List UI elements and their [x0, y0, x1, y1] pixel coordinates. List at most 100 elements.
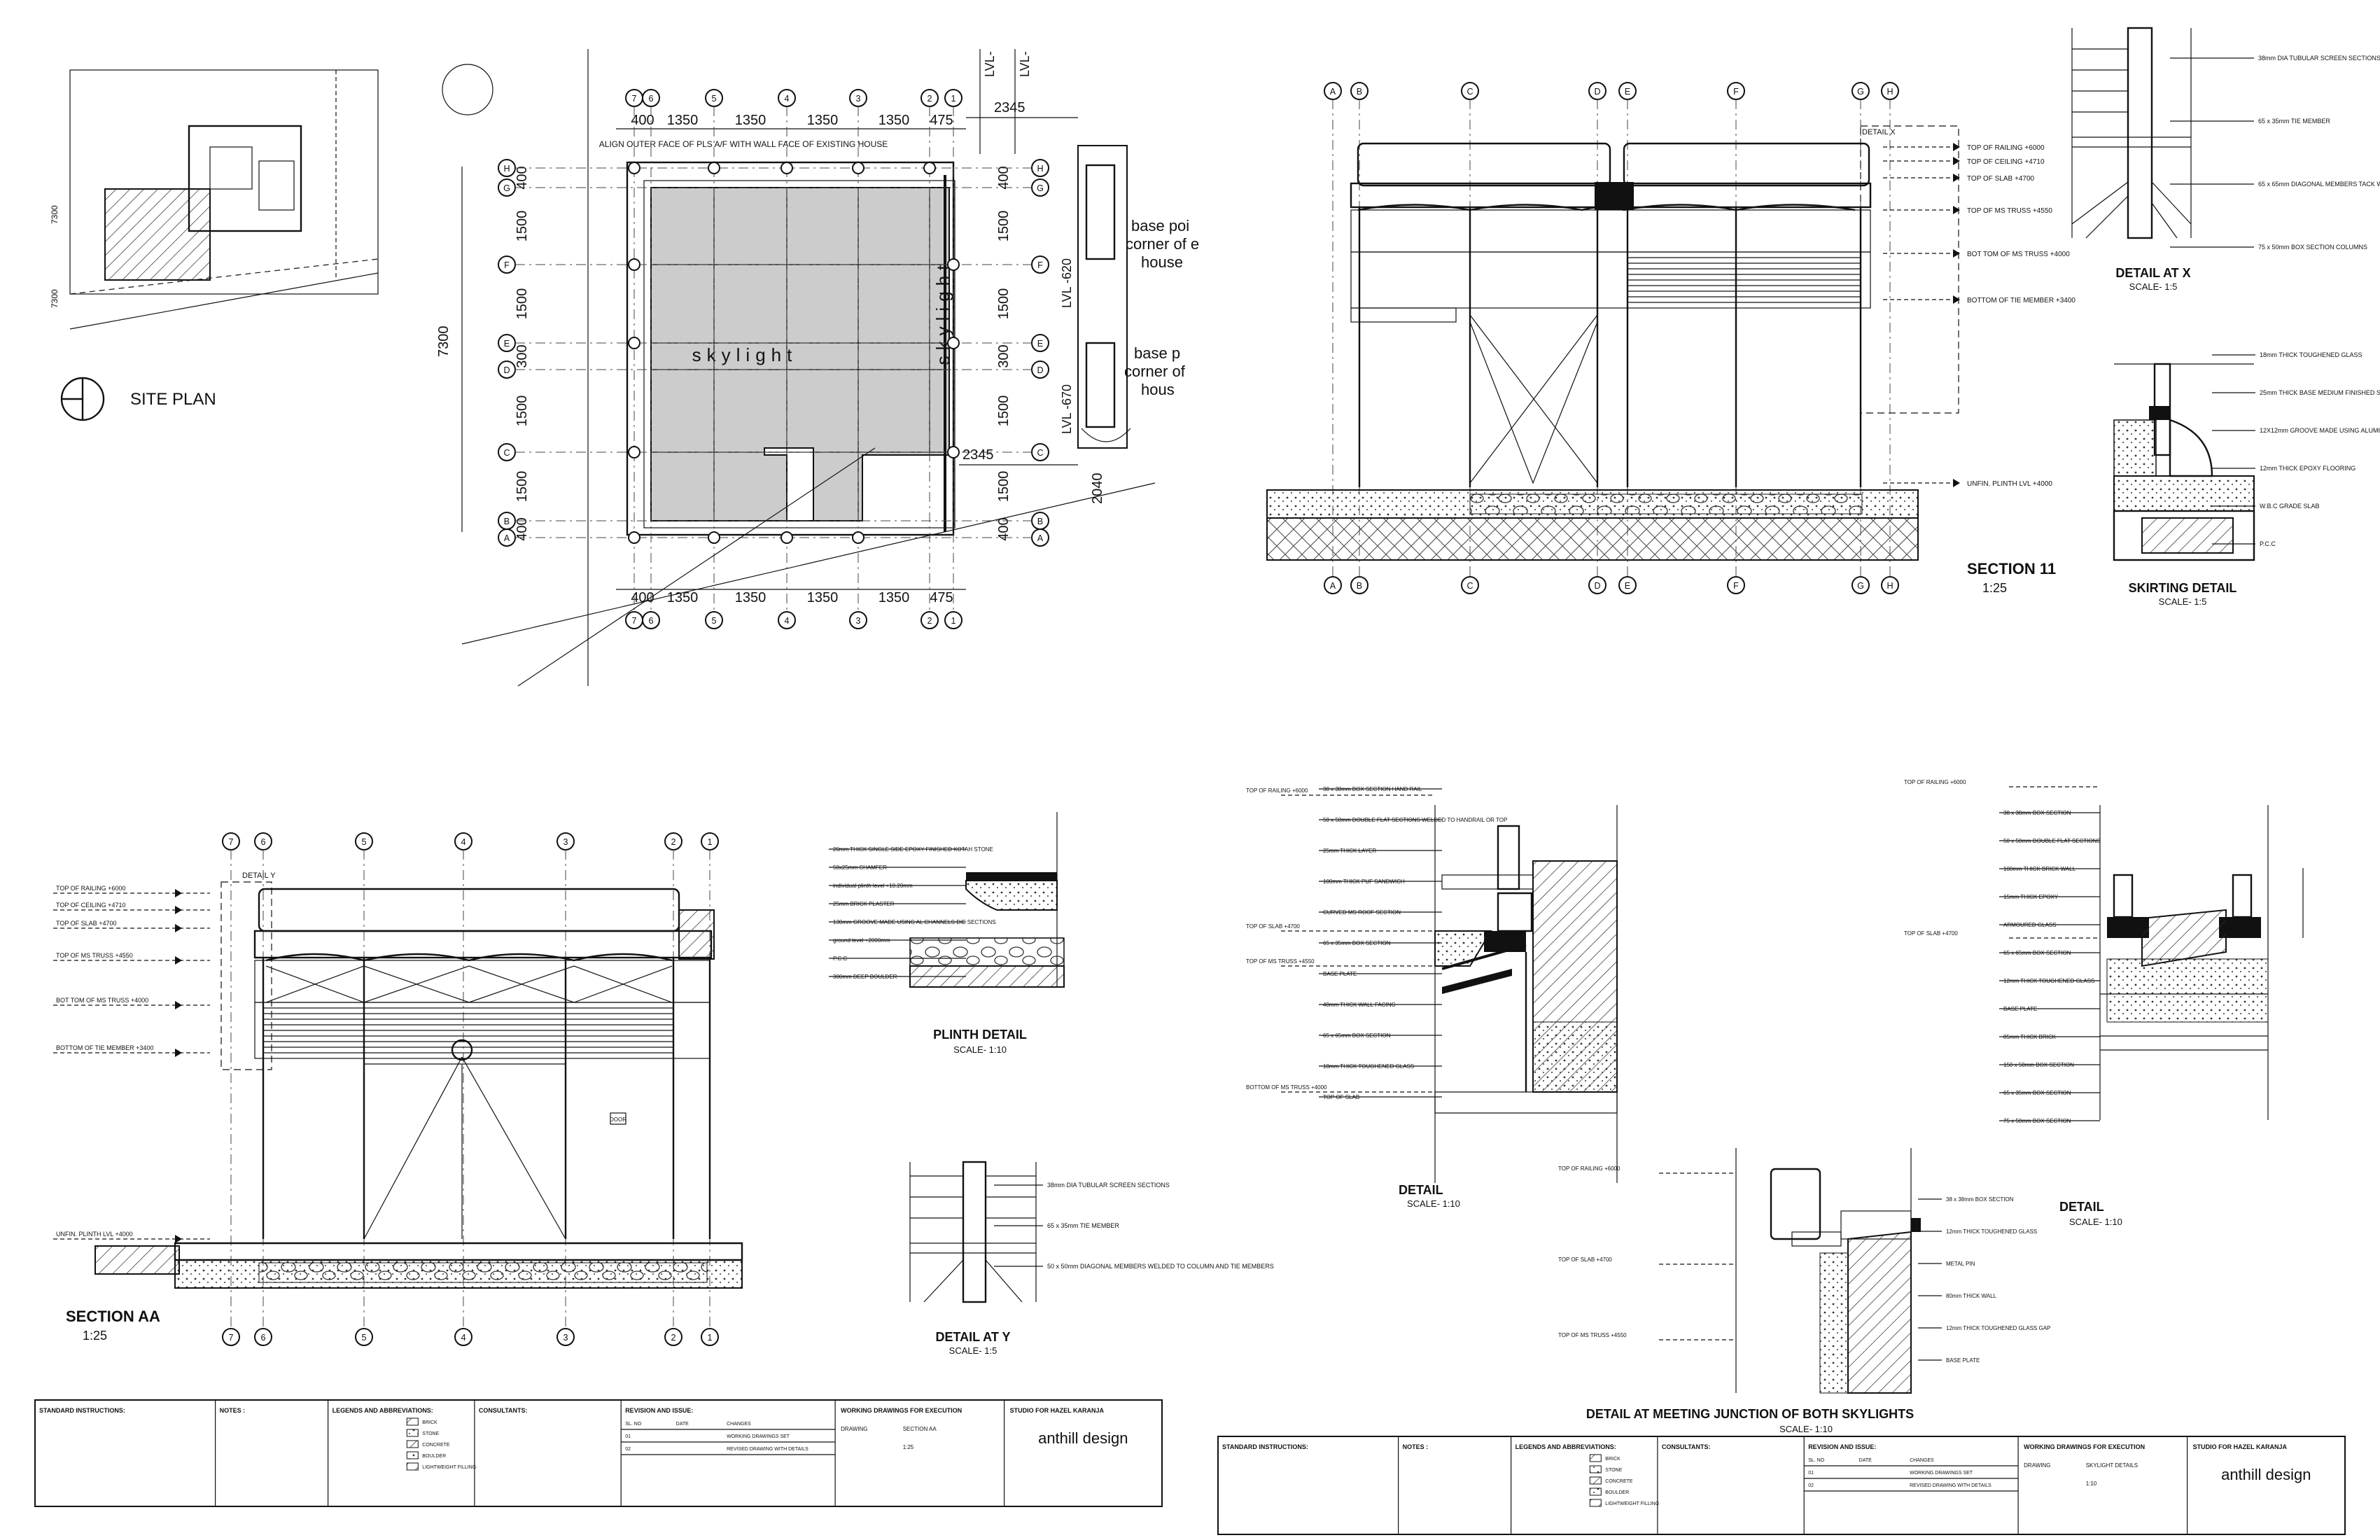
junction-scale: SCALE- 1:10 — [1779, 1424, 1833, 1434]
tb-drawing-label: DRAWING — [2024, 1462, 2050, 1469]
svg-text:LVL -620: LVL -620 — [1060, 258, 1074, 308]
plan-col-2-bottom-label: 2 — [927, 616, 932, 626]
dl-levels-label: TOP OF RAILING +6000 — [1246, 788, 1308, 794]
plinth-detail: 20mm THICK SINGLE SIDE EPOXY FINISHED KO… — [829, 812, 1065, 1055]
plan-col-6-top: 6 — [642, 89, 660, 107]
aa-col-3-bottom: 3 — [556, 1328, 575, 1346]
tb-rev-cell: DATE — [1859, 1458, 1872, 1463]
plan-col-6-bottom-label: 6 — [648, 616, 653, 626]
skylight-plan: LVL- LVL- ALIGN OUTER FACE OF PLS A/F WI… — [436, 49, 1199, 687]
detail-right-scale: SCALE- 1:10 — [2069, 1217, 2122, 1227]
aa-level-label: TOP OF CEILING +4710 — [56, 902, 125, 909]
jn-notes-text: 80mm THICK WALL — [1946, 1293, 1997, 1299]
aa-col-3-bottom-label: 3 — [563, 1333, 568, 1343]
tree-circle — [442, 64, 493, 115]
aa-level-label: UNFIN. PLINTH LVL +4000 — [56, 1231, 133, 1238]
s11-level-label: TOP OF RAILING +6000 — [1967, 144, 2045, 152]
tb-firm: anthill design — [2221, 1466, 2311, 1483]
tb-rev-cell: CHANGES — [1910, 1458, 1934, 1463]
tb-legend-item: BOULDER — [422, 1454, 446, 1459]
aa-col-1-top-label: 1 — [707, 837, 712, 847]
tb-studio: STUDIO FOR HAZEL KARANJA — [1010, 1407, 1105, 1414]
aa-col-6-bottom-label: 6 — [260, 1333, 265, 1343]
dr-notes-text: 65 x 65mm BOX SECTION — [2003, 950, 2071, 956]
tb-rev-cell: 01 — [625, 1434, 631, 1439]
plan-row-D-right-label: D — [1037, 365, 1043, 375]
plan-row-E-right-label: E — [1037, 339, 1043, 349]
svg-text:DETAIL X: DETAIL X — [1862, 128, 1896, 136]
dx-notes-text: 75 x 50mm BOX SECTION COLUMNS — [2258, 244, 2367, 251]
aa-col-3-top-label: 3 — [563, 837, 568, 847]
plan-skylight-label-h: skylight — [692, 344, 798, 365]
plan-col-1-bottom: 1 — [944, 611, 962, 629]
dl-levels-label: TOP OF SLAB +4700 — [1246, 923, 1300, 930]
s11-grid-F-top: F — [1727, 82, 1745, 100]
tb-rev-cell: 02 — [625, 1447, 631, 1452]
aa-level-label: TOP OF SLAB +4700 — [56, 920, 116, 927]
plan-row-dim-right: 400 — [996, 166, 1011, 189]
site-plan-title: SITE PLAN — [130, 390, 216, 409]
dr-levels-label: TOP OF SLAB +4700 — [1904, 930, 1958, 937]
plan-row-dim-left: 1500 — [514, 396, 530, 427]
aa-col-2-bottom: 2 — [664, 1328, 682, 1346]
plan-col-5-top-label: 5 — [711, 94, 716, 104]
plan-row-A-right: A — [1031, 528, 1049, 547]
dx-notes-text: 38mm DIA TUBULAR SCREEN SECTIONS — [2258, 55, 2380, 62]
aa-level-label: TOP OF RAILING +6000 — [56, 885, 125, 892]
tb-scale-value: 1:10 — [2086, 1480, 2097, 1487]
jn-notes-text: 12mm THICK TOUGHENED GLASS GAP — [1946, 1325, 2050, 1331]
detail-right-title: DETAIL — [2059, 1200, 2104, 1214]
s11-grid-A-bottom: A — [1324, 576, 1342, 594]
plan-col-dim-bottom: 1350 — [878, 590, 910, 606]
tb-legend-item: CONCRETE — [1605, 1479, 1633, 1484]
dr-notes-text: 12mm THICK TOUGHENED GLASS — [2003, 978, 2094, 984]
tb-section-title: NOTES : — [220, 1407, 246, 1414]
pl-notes-text: 25mm BRICK PLASTER — [833, 901, 895, 907]
sk-notes-text: 12mm THICK EPOXY FLOORING — [2260, 465, 2356, 472]
tb-working: WORKING DRAWINGS FOR EXECUTION — [841, 1407, 962, 1414]
plan-col-5-bottom-label: 5 — [711, 616, 716, 626]
dl-notes-text: 50 x 50mm DOUBLE FLAT SECTIONS WELDED TO… — [1323, 817, 1507, 823]
plan-col-4-bottom: 4 — [778, 611, 796, 629]
dr-notes-text: 15mm THICK EPOXY — [2003, 894, 2059, 900]
aa-col-6-top-label: 6 — [260, 837, 265, 847]
plan-row-D-left: D — [498, 360, 516, 379]
tb-rev-cell: REVISED DRAWING WITH DETAILS — [727, 1447, 808, 1452]
svg-text:2345: 2345 — [994, 100, 1026, 115]
aa-col-4-top-label: 4 — [461, 837, 465, 847]
plan-col-dim-bottom: 1350 — [667, 590, 699, 606]
s11-grid-G-top-label: G — [1857, 87, 1864, 97]
site-boundary — [69, 69, 379, 295]
aa-level-label: BOT TOM OF MS TRUSS +4000 — [56, 997, 148, 1004]
s11-level-label: BOTTOM OF TIE MEMBER +3400 — [1967, 297, 2076, 304]
svg-text:base p: base p — [1134, 344, 1180, 362]
aa-col-4-top: 4 — [454, 832, 472, 850]
plan-row-H-left: H — [498, 159, 516, 177]
plan-row-G-left: G — [498, 178, 516, 197]
dl-notes-text: 100mm THICK PUF SANDWICH — [1323, 878, 1405, 885]
detail-y-scale: SCALE- 1:5 — [949, 1345, 997, 1356]
plinth-title: PLINTH DETAIL — [933, 1028, 1027, 1042]
plan-row-dim-right: 300 — [996, 344, 1011, 368]
aa-col-3-top: 3 — [556, 832, 575, 850]
s11-grid-E-bottom-label: E — [1625, 581, 1630, 591]
tb-legend-item: CONCRETE — [422, 1443, 450, 1448]
plan-col-dim-top: 1350 — [667, 113, 699, 128]
plan-row-G-left-label: G — [503, 183, 510, 193]
tb-studio: STUDIO FOR HAZEL KARANJA — [2193, 1443, 2288, 1450]
dy-notes-text: 38mm DIA TUBULAR SCREEN SECTIONS — [1047, 1182, 1170, 1189]
jn-notes-text: BASE PLATE — [1946, 1357, 1980, 1364]
s11-level-label: TOP OF SLAB +4700 — [1967, 175, 2035, 183]
jn-levels-label: TOP OF SLAB +4700 — [1558, 1256, 1612, 1263]
plan-col-4-top: 4 — [778, 89, 796, 107]
svg-text:2040: 2040 — [1090, 473, 1105, 505]
